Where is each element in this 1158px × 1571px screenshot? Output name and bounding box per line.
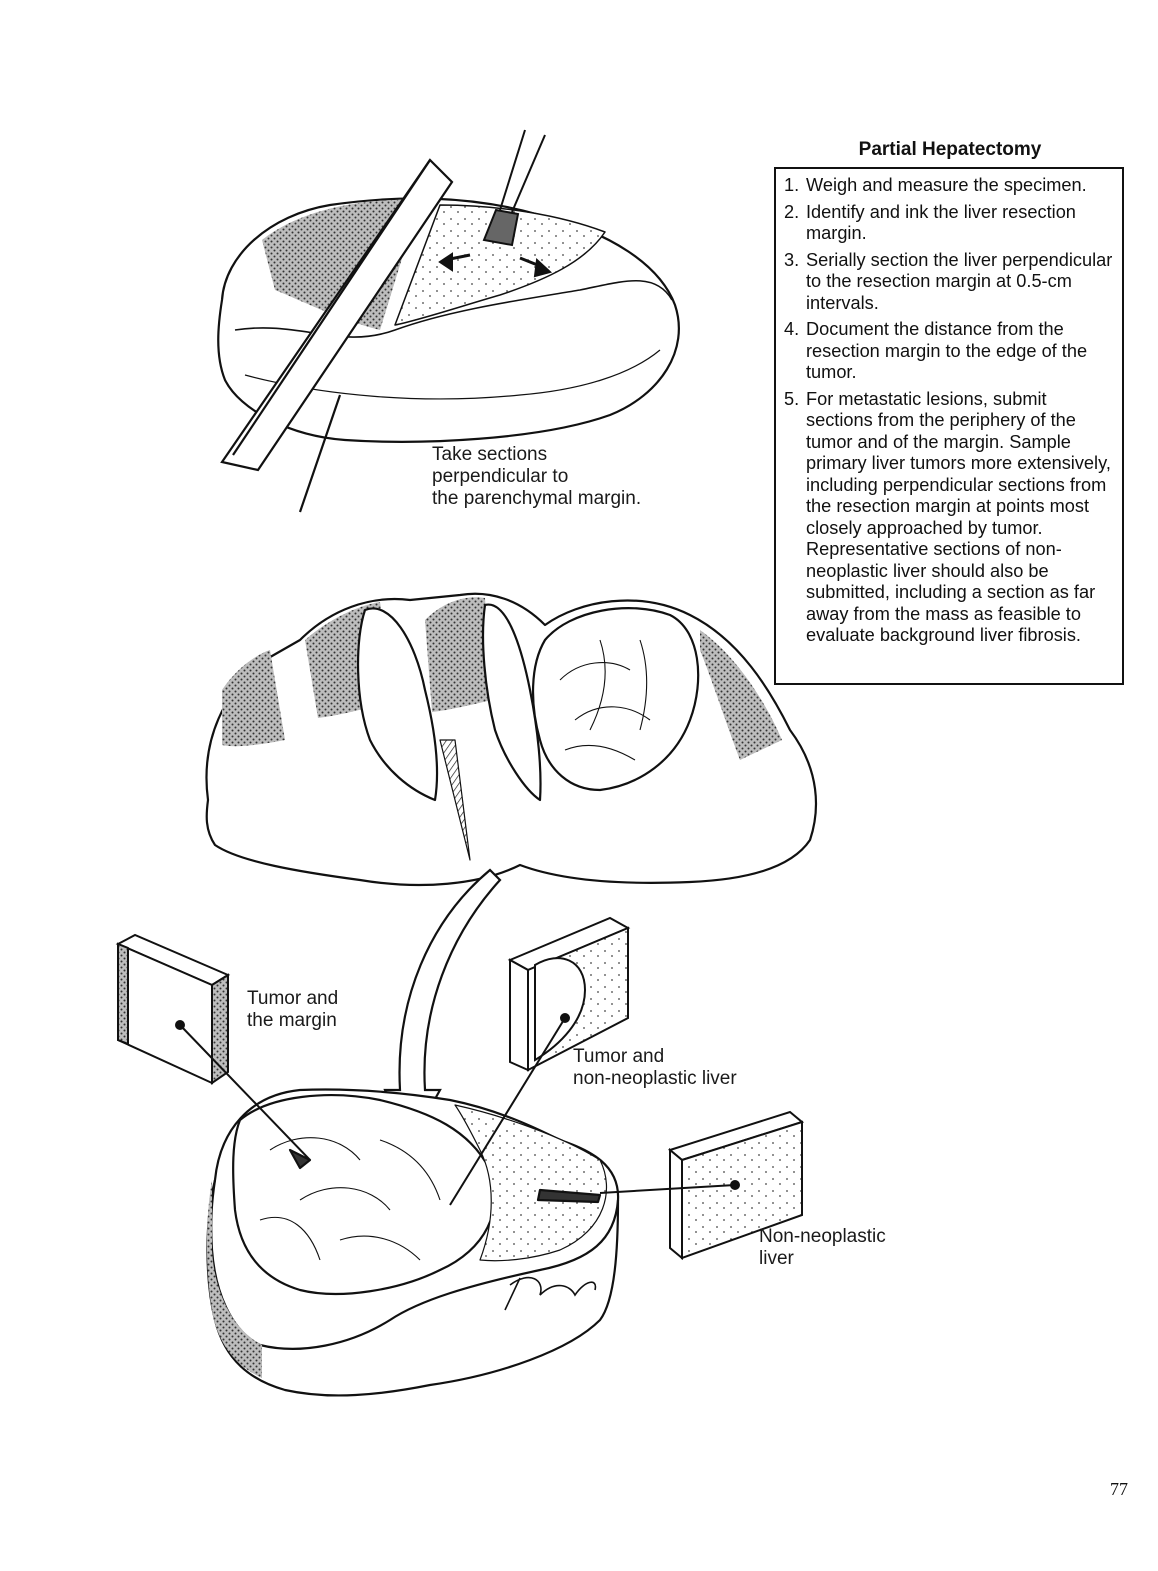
box-title: Partial Hepatectomy — [790, 138, 1110, 162]
step-item: 4.Document the distance from the resecti… — [784, 319, 1114, 384]
page-number: 77 — [1110, 1479, 1128, 1500]
step-item: 1.Weigh and measure the specimen. — [784, 175, 1114, 197]
steps-box: 1.Weigh and measure the specimen. 2.Iden… — [774, 167, 1124, 685]
step-item: 3.Serially section the liver perpendicul… — [784, 250, 1114, 315]
steps-list: 1.Weigh and measure the specimen. 2.Iden… — [784, 175, 1114, 647]
label-tumor-margin: Tumor and the margin — [247, 988, 338, 1032]
step-item: 2.Identify and ink the liver resection m… — [784, 202, 1114, 245]
serial-sections-figure — [207, 594, 816, 885]
label-nonneoplastic: Non-neoplastic liver — [759, 1226, 886, 1270]
artist-signature — [505, 1278, 595, 1310]
liver-slab-figure — [207, 1089, 618, 1395]
step-item: 5.For metastatic lesions, submit section… — [784, 389, 1114, 647]
label-take-sections: Take sections perpendicular to the paren… — [432, 444, 641, 510]
label-tumor-nonneoplastic: Tumor and non-neoplastic liver — [573, 1046, 737, 1090]
